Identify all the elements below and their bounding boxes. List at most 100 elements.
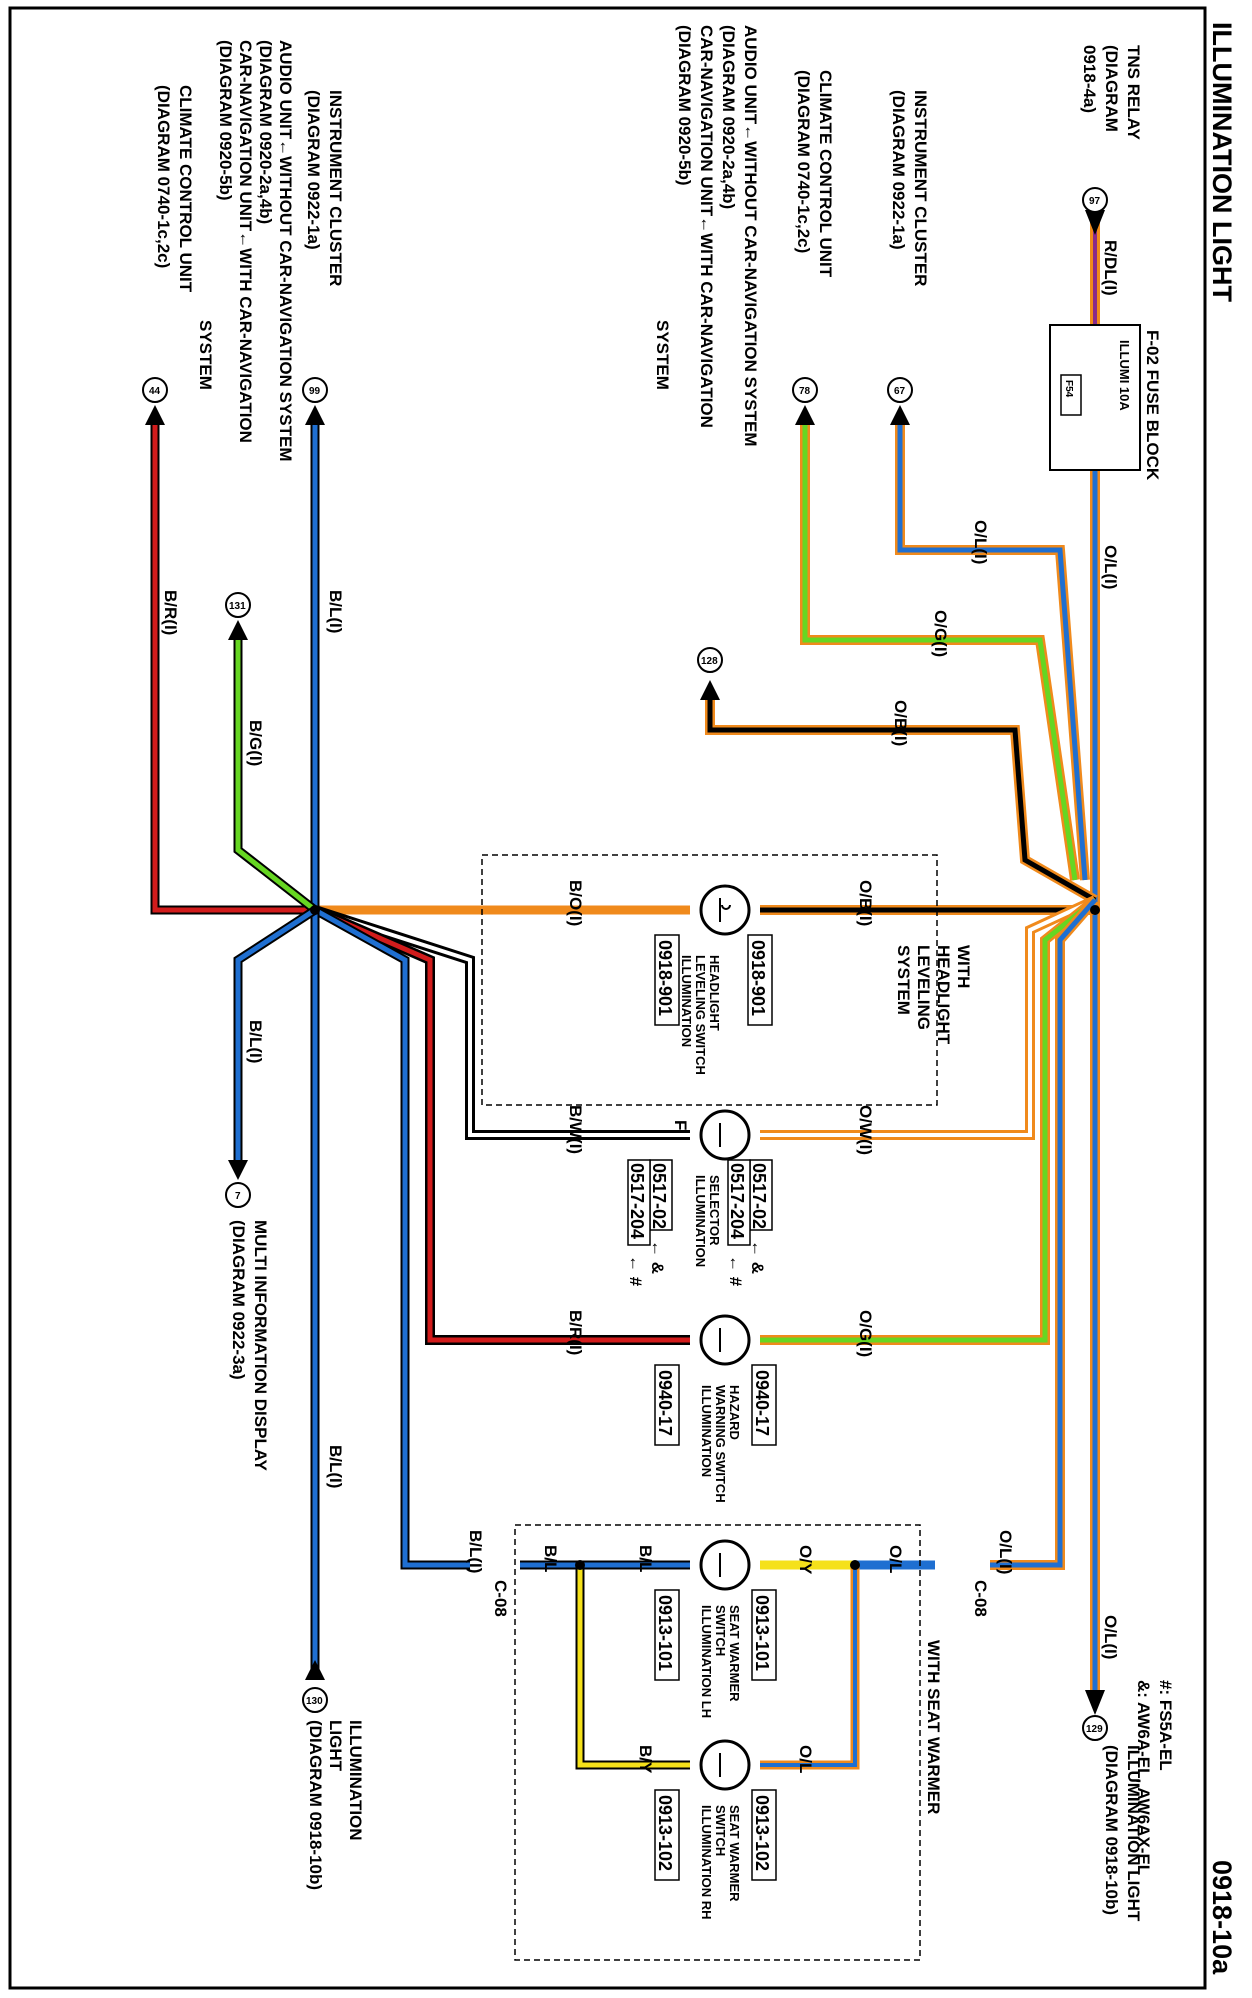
pin-128: 128 (701, 656, 718, 667)
diagram-label: ← # (726, 1255, 745, 1287)
audio-unit-2-label: AUDIO UNIT←WITHOUT CAR-NAVIGATION SYSTEM (276, 40, 295, 462)
pin-130: 130 (306, 1696, 323, 1707)
pin-97: 97 (1089, 196, 1101, 207)
diagram-label: ILLUMINATION LH (699, 1605, 714, 1718)
diagram-label: ILLUMINATION (699, 1385, 714, 1477)
diagram-label: HEADLIGHT (707, 955, 722, 1031)
seat-group-box (514, 1524, 921, 1961)
tns-relay-label: TNS RELAY (1124, 45, 1143, 140)
diagram-label: B/L(I) (246, 1020, 265, 1063)
page-code: 0918-10a (1207, 1860, 1237, 1975)
diagram-label: ← & (648, 1240, 667, 1274)
diagram-label: B/L (541, 1545, 560, 1572)
diagram-label: O/W(I) (856, 1105, 875, 1155)
diagram-label: O/L(I) (971, 520, 990, 564)
seat-warmer-lh: SEAT WARMER SWITCH ILLUMINATION LH 0913-… (654, 1539, 777, 1718)
diagram-label: O/L(I) (1101, 545, 1120, 589)
diagram-title: ILLUMINATION LIGHT (1207, 22, 1237, 302)
headlight-switch: HEADLIGHT LEVELING SWITCH ILLUMINATION 0… (654, 884, 773, 1075)
diagram-label: SWITCH (713, 1605, 728, 1656)
pin-44: 44 (149, 386, 161, 397)
diagram-label: HAZARD (727, 1385, 742, 1440)
diagram-label: B/L(I) (326, 1445, 345, 1488)
diagram-label: ILLUMINATION RH (699, 1805, 714, 1920)
diagram-label: SWITCH (713, 1805, 728, 1856)
hazard-switch: HAZARD WARNING SWITCH ILLUMINATION 0940-… (654, 1314, 777, 1503)
diagram-label: SEAT WARMER (727, 1605, 742, 1702)
diagram-label: WARNING SWITCH (713, 1385, 728, 1503)
diagram-label: ← # (626, 1255, 645, 1287)
diagram-label: 0940-17 (655, 1370, 675, 1436)
diagram-label: O/L(I) (1101, 1615, 1120, 1659)
diagram-label: (DIAGRAM 0918-10b) (1102, 1745, 1121, 1915)
diagram-label: B/W(I) (566, 1105, 585, 1154)
diagram-label: B/R(I) (566, 1310, 585, 1355)
diagram-label: 0517-204 (627, 1163, 647, 1239)
fuse-label: ILLUMI 10A (1117, 340, 1132, 411)
diagram-label: B/L(I) (326, 590, 345, 633)
seat-group-label: WITH SEAT WARMER (924, 1640, 943, 1814)
diagram-label: HEADLIGHT (934, 945, 953, 1045)
audio-unit-1-label: AUDIO UNIT←WITHOUT CAR-NAVIGATION SYSTEM (741, 25, 760, 447)
diagram-label: 0913-102 (655, 1795, 675, 1871)
instrument-cluster-1-label: INSTRUMENT CLUSTER (911, 90, 930, 286)
diagram-label: B/Y (636, 1745, 655, 1774)
diagram-label: ← & (748, 1240, 767, 1274)
diagram-label: C-08 (971, 1580, 990, 1617)
diagram-label: O/Y (796, 1545, 815, 1575)
diagram-label: CAR-NAVIGATION UNIT←WITH CAR-NAVIGATION (236, 40, 255, 443)
diagram-label: C-08 (491, 1580, 510, 1617)
diagram-label: 0913-101 (752, 1595, 772, 1671)
diagram-label: 0918-901 (655, 940, 675, 1016)
fuse-id: F54 (1063, 380, 1074, 398)
note-aw6a: &: AW6A-EL, AW6AX-EL (1134, 1680, 1153, 1875)
diagram-label: SYSTEM (196, 320, 215, 390)
diagram-label: B/R(I) (161, 590, 180, 635)
diagram-label: 0913-102 (752, 1795, 772, 1871)
pin-7: 7 (235, 1191, 241, 1202)
fuse-block-title: F-02 FUSE BLOCK (1143, 330, 1162, 481)
diagram-label: (DIAGRAM 0740-1c,2c) (794, 70, 813, 253)
diagram-label: O/L(I) (996, 1530, 1015, 1574)
diagram-label: 0918-4a) (1080, 45, 1099, 113)
diagram-label: F (671, 1120, 690, 1130)
diagram-label: B/G(I) (246, 720, 265, 766)
diagram-label: (DIAGRAM 0920-5b) (675, 25, 694, 186)
illum-light-out-label: ILLUMINATION LIGHT (1124, 1745, 1143, 1922)
headlight-group-box (481, 854, 938, 1106)
frame (8, 6, 1207, 1990)
reference-labels: TNS RELAY (DIAGRAM 0918-4a) INSTRUMENT C… (154, 25, 1143, 1922)
fuse-block: F-02 FUSE BLOCK ILLUMI 10A F54 (1049, 324, 1162, 481)
diagram-label: LEVELING (914, 945, 933, 1030)
diagram-label: 0940-17 (752, 1370, 772, 1436)
diagram-label: 0517-204 (727, 1163, 747, 1239)
diagram-label: (DIAGRAM 0922-1a) (304, 90, 323, 250)
wire-labels: R/DL(I) O/L(I) O/L(I) O/G(I) O/B(I) B/L(… (161, 240, 1120, 1774)
diagram-label: 0918-901 (748, 940, 768, 1016)
diagram-label: (DIAGRAM (1102, 45, 1121, 132)
terminal-arrows (145, 210, 1105, 1715)
pin-131: 131 (229, 601, 246, 612)
diagram-label: ILLUMINATION (679, 955, 694, 1047)
diagram-label: (DIAGRAM 0920-2a,4b) (719, 25, 738, 209)
diagram-label: SELECTOR (707, 1175, 722, 1246)
diagram-label: (DIAGRAM 0922-1a) (889, 90, 908, 250)
illum-light-in-label: ILLUMINATION (346, 1720, 365, 1841)
headlight-group-label: WITH (954, 945, 973, 988)
instrument-cluster-2-label: INSTRUMENT CLUSTER (326, 90, 345, 286)
climate-control-1-label: CLIMATE CONTROL UNIT (816, 70, 835, 278)
diagram-label: O/G(I) (931, 610, 950, 657)
selector-illumination: SELECTOR ILLUMINATION 0517-02 ← & 0517-2… (626, 1109, 773, 1287)
diagram-label: B/L (636, 1545, 655, 1572)
diagram-label: (DIAGRAM 0918-10b) (306, 1720, 325, 1890)
diagram-label: O/B(I) (891, 700, 910, 746)
climate-control-2-label: CLIMATE CONTROL UNIT (176, 85, 195, 293)
seat-warmer-rh: SEAT WARMER SWITCH ILLUMINATION RH 0913-… (654, 1739, 777, 1920)
diagram-label: CAR-NAVIGATION UNIT←WITH CAR-NAVIGATION (697, 25, 716, 428)
diagram-label: SEAT WARMER (727, 1805, 742, 1902)
diagram-label: O/B(I) (856, 880, 875, 926)
diagram-label: B/O(I) (566, 880, 585, 926)
diagram-label: LIGHT (326, 1720, 345, 1772)
